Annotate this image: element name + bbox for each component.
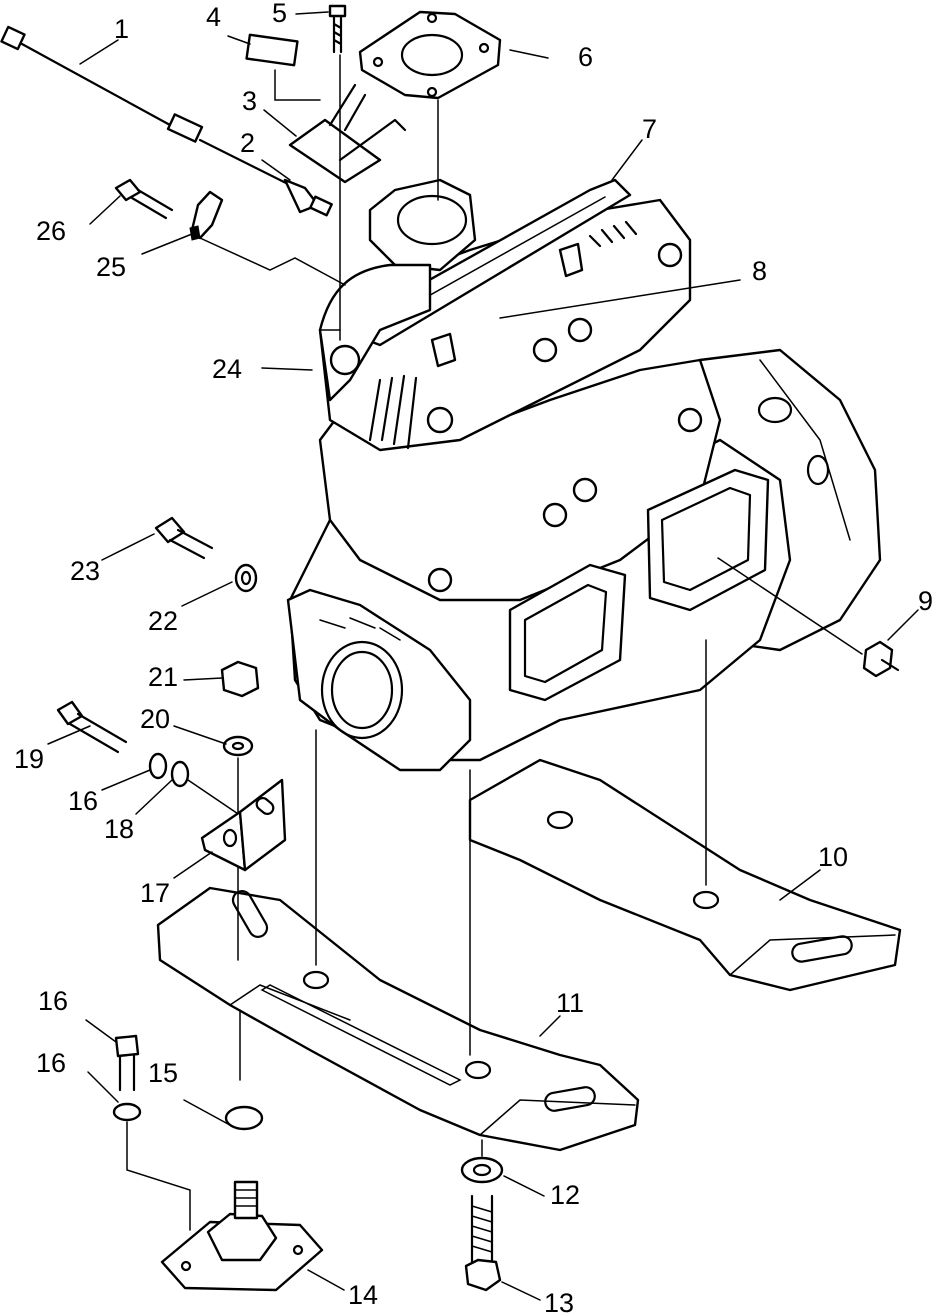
bolt-27	[114, 178, 174, 220]
washer-16-lower	[112, 1102, 142, 1122]
callout-7: 7	[642, 114, 657, 144]
ground-strap	[189, 190, 224, 241]
bolt-24	[154, 516, 214, 560]
bolt-13	[464, 1194, 502, 1292]
callout-12: 12	[550, 1180, 580, 1210]
callout-13: 13	[544, 1288, 574, 1315]
decal-plate	[245, 33, 299, 67]
nut-22	[220, 660, 260, 698]
callout-19: 18	[104, 814, 134, 844]
callout-1: 1	[114, 14, 129, 44]
callout-16-lower: 16	[36, 1048, 66, 1078]
bolt-20	[56, 700, 128, 754]
callout-2: 2	[240, 128, 255, 158]
callout-14: 14	[348, 1280, 378, 1310]
callout-17: 16	[38, 986, 68, 1016]
callout-26: 25	[96, 252, 126, 282]
callout-5: 5	[272, 0, 287, 28]
callout-21: 20	[140, 704, 170, 734]
callout-24: 23	[70, 556, 100, 586]
callout-11: 11	[556, 988, 584, 1018]
callout-10: 10	[818, 842, 848, 872]
washer-21	[222, 735, 254, 757]
callout-18: 17	[140, 878, 170, 908]
engine-assembly	[286, 178, 882, 772]
cable-bracket	[288, 83, 407, 184]
callout-27: 26	[36, 216, 66, 246]
callout-9: 9	[918, 586, 933, 616]
angle-bracket-18	[200, 778, 287, 872]
washer-12	[460, 1156, 504, 1184]
shim-15	[224, 1105, 264, 1131]
top-screw	[328, 4, 347, 54]
rear-engine-mount-plate	[468, 758, 902, 992]
callout-25: 24	[212, 354, 242, 384]
callout-4: 4	[206, 2, 221, 32]
callout-16-upper: 16	[68, 786, 98, 816]
leader-lines	[47, 11, 919, 1301]
callout-23: 22	[148, 606, 178, 636]
drain-plug-9	[862, 640, 900, 678]
exhaust-gasket	[358, 10, 502, 100]
lock-washer-19	[170, 760, 190, 788]
callout-22: 21	[148, 662, 178, 692]
callout-3: 3	[242, 86, 257, 116]
front-engine-mount-plate	[156, 886, 640, 1152]
callout-20: 19	[14, 744, 44, 774]
bolt-17	[114, 1034, 140, 1092]
throttle-cable	[0, 25, 292, 187]
callout-15: 15	[148, 1058, 178, 1088]
washer-16-upper	[148, 752, 168, 780]
callout-6: 6	[578, 42, 593, 72]
washer-23	[234, 563, 258, 593]
rubber-mount-14	[160, 1180, 324, 1292]
cable-fitting	[283, 178, 333, 217]
callout-numbers: 1 2 3 4 5 6 7 8 9 10 11 12 13 14 15 16 1…	[14, 0, 933, 1315]
callout-8: 8	[752, 256, 767, 286]
